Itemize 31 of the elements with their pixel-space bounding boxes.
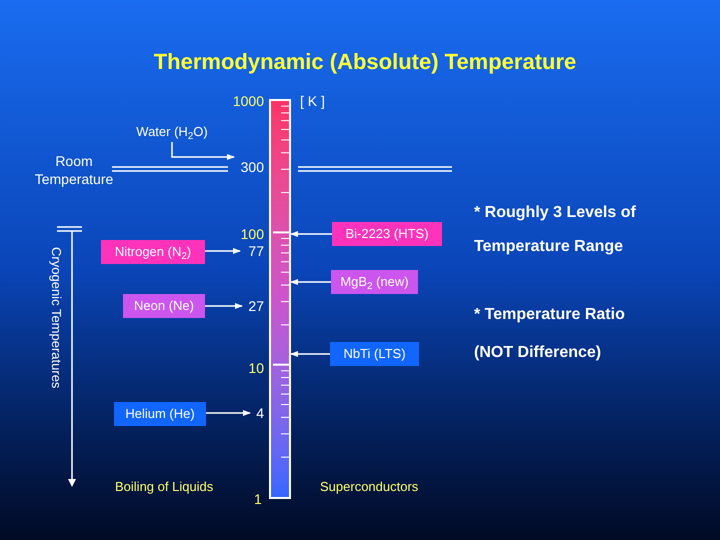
- arrow: [205, 248, 241, 254]
- arrow: [290, 279, 331, 285]
- arrow: [171, 142, 235, 160]
- arrow: [205, 303, 243, 309]
- scale-value: 1000: [232, 92, 264, 111]
- substance-box: Helium (He): [114, 402, 206, 426]
- column-heading: Boiling of Liquids: [115, 478, 214, 496]
- scale-value: 77: [240, 241, 264, 261]
- scale-value: 4: [250, 403, 264, 423]
- superconductor-box: NbTi (LTS): [330, 342, 419, 366]
- node-label: Water (H$_{2}$O): [124, 122, 220, 142]
- scale-value: 300: [234, 156, 264, 178]
- note-text: * Temperature Ratio (NOT Difference): [474, 305, 626, 363]
- substance-box: Nitrogen (N$_{2}$): [101, 240, 205, 264]
- column-heading: Superconductors: [320, 478, 418, 496]
- arrow: [206, 410, 251, 416]
- arrow: [290, 231, 332, 237]
- superconductor-box: MgB$_{2}$ (new): [331, 270, 418, 294]
- scale-value: 100: [240, 225, 264, 244]
- arrow: [290, 351, 330, 357]
- note-text: * Roughly 3 Levels of Temperature Range: [474, 203, 637, 257]
- scale-value: 10: [248, 359, 264, 378]
- substance-box: Neon (Ne): [123, 294, 205, 318]
- title: Thermodynamic (Absolute) Temperature: [152, 48, 578, 76]
- scale-value: 27: [242, 296, 264, 316]
- range-label: Room Temperature: [34, 152, 114, 188]
- thermometer-bar: [269, 99, 291, 499]
- range-label: Cryogenic Temperatures: [48, 246, 65, 390]
- scale-value: 1: [254, 490, 262, 509]
- unit-label: [ K ]: [300, 92, 325, 111]
- superconductor-box: Bi-2223 (HTS): [332, 222, 442, 246]
